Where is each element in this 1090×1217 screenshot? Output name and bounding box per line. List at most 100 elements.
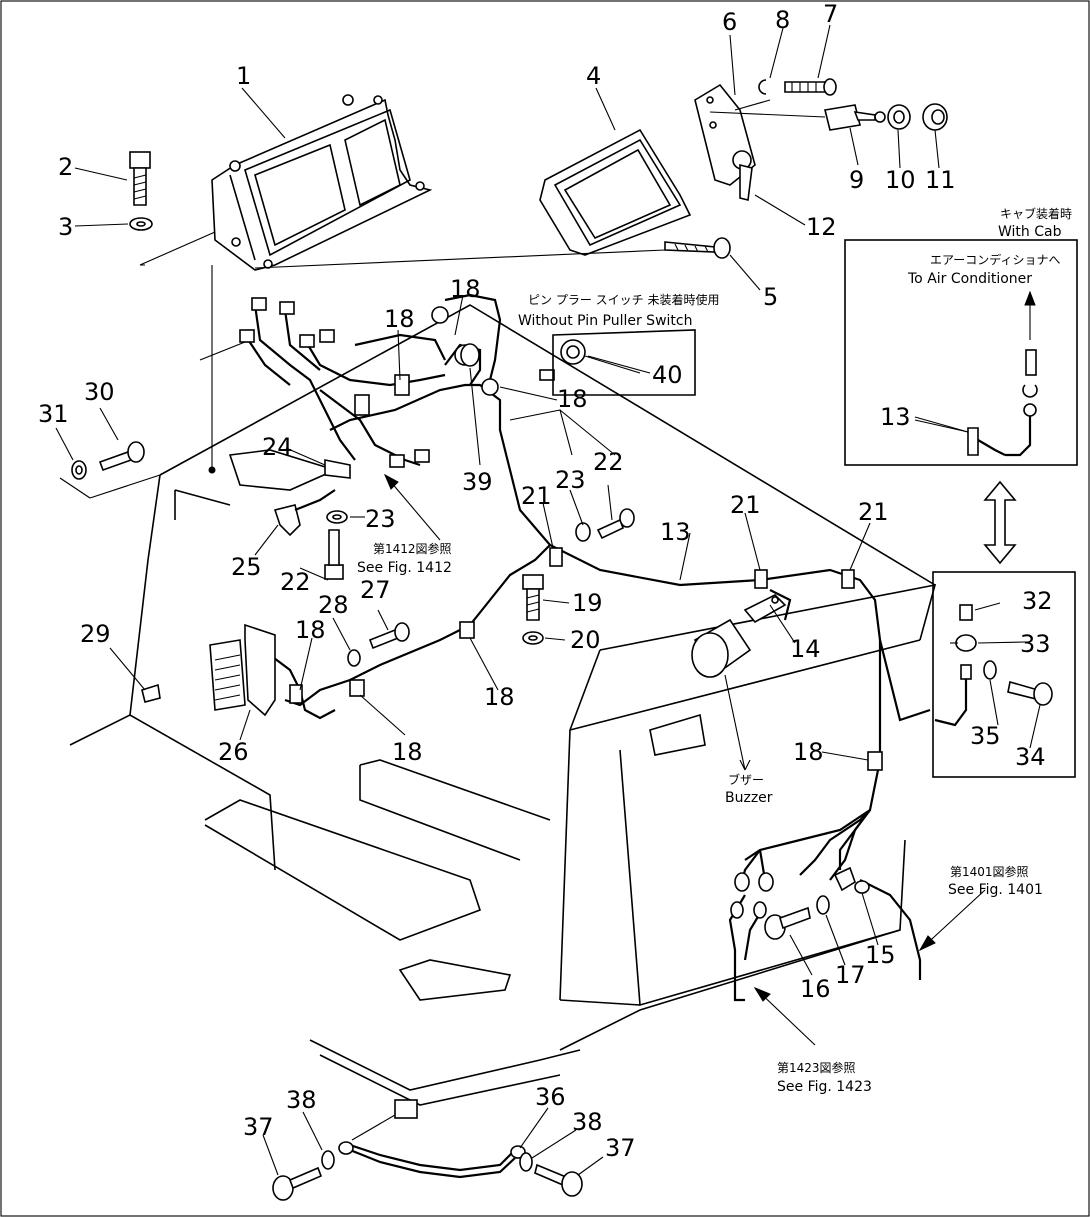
bolt-2-part <box>129 151 151 206</box>
note-with-cab-jp: キャブ装着時 <box>1000 206 1072 221</box>
callout-3: 3 <box>58 213 73 241</box>
note-fig1412: See Fig. 1412 <box>357 560 452 576</box>
callout-28: 28 <box>318 591 349 619</box>
note-fig1401-jp: 第1401図参照 <box>950 864 1029 879</box>
vehicle-body <box>69 304 937 1106</box>
buzzer-part <box>691 594 787 678</box>
callout-1: 1 <box>236 62 251 90</box>
note-fig1401: See Fig. 1401 <box>948 882 1043 898</box>
ground-kit-box <box>932 571 1076 778</box>
callout-7: 7 <box>823 0 838 28</box>
callout-37b: 37 <box>605 1134 636 1162</box>
nut-10-part <box>887 104 911 130</box>
callout-18e: 18 <box>484 683 515 711</box>
nut-28-part <box>347 649 361 667</box>
buzzer-arrow <box>724 674 751 771</box>
nut-39-part <box>460 343 480 367</box>
mount-line-3 <box>254 249 666 269</box>
main-harness <box>239 293 931 1002</box>
callout-18c: 18 <box>557 385 588 413</box>
callout-29: 29 <box>80 620 111 648</box>
nut-23b-part <box>575 522 591 542</box>
monitor-cover-part <box>539 128 692 256</box>
bolt-22b-part <box>596 508 635 540</box>
leader-lines <box>55 24 1041 1176</box>
callout-12: 12 <box>806 213 837 241</box>
callout-23a: 23 <box>555 466 586 494</box>
note-air-con: To Air Conditioner <box>907 271 1032 287</box>
fig1412-arrow <box>383 473 441 541</box>
screw-5-part <box>664 237 731 259</box>
callout-31: 31 <box>38 400 69 428</box>
fig1423-arrow <box>753 986 816 1046</box>
connector-15-part <box>833 866 870 894</box>
callout-2: 2 <box>58 153 73 181</box>
callout-38b: 38 <box>572 1108 603 1136</box>
callout-17: 17 <box>835 961 866 989</box>
notes: キャブ装着時 With Cab エアーコンディショナへ To Air Condi… <box>357 206 1072 1095</box>
callout-25: 25 <box>231 553 262 581</box>
assembly-line <box>709 99 826 118</box>
callout-21c: 21 <box>858 498 889 526</box>
callout-21b: 21 <box>730 491 761 519</box>
callout-27: 27 <box>360 576 391 604</box>
switch-9-part <box>824 104 886 131</box>
callout-39: 39 <box>462 468 493 496</box>
hole-dot <box>208 466 216 474</box>
connector-24-part <box>324 459 351 479</box>
washer-38b-part <box>519 1152 533 1172</box>
note-buzzer: Buzzer <box>725 790 773 806</box>
callout-11: 11 <box>925 166 956 194</box>
mount-line-2 <box>140 264 213 470</box>
callout-32: 32 <box>1022 587 1053 615</box>
switch-plate-part <box>694 83 756 201</box>
callout-4: 4 <box>586 62 601 90</box>
bolt-16-part <box>764 906 811 940</box>
callout-18g: 18 <box>793 738 824 766</box>
callout-16: 16 <box>800 975 831 1003</box>
callouts: 1 2 3 4 5 6 7 8 9 10 11 12 13 13 14 15 1… <box>38 0 1053 1162</box>
bolt-37a-part <box>272 1166 323 1201</box>
bolt-22a-part <box>324 529 344 580</box>
terminal <box>734 872 750 892</box>
note-with-cab: With Cab <box>998 224 1062 240</box>
bolt-7-part <box>784 78 837 96</box>
callout-5: 5 <box>763 283 778 311</box>
washer-23a-part <box>326 510 348 524</box>
mount-line <box>139 231 216 266</box>
callout-19: 19 <box>572 589 603 617</box>
callout-15: 15 <box>865 941 896 969</box>
callout-8: 8 <box>775 6 790 34</box>
callout-22b: 22 <box>280 568 311 596</box>
fig1401-arrow <box>918 889 986 952</box>
callout-18d: 18 <box>295 616 326 644</box>
callout-9: 9 <box>849 166 864 194</box>
callout-18a: 18 <box>384 305 415 333</box>
mount-line-4 <box>59 474 161 499</box>
note-pin-puller-jp: ピン プラー スイッチ 未装着時使用 <box>528 292 719 307</box>
callout-37a: 37 <box>243 1113 274 1141</box>
pin-puller-box <box>552 329 696 396</box>
callout-13-cab: 13 <box>880 403 911 431</box>
callout-22a: 22 <box>593 448 624 476</box>
bolt-27-part <box>368 622 410 650</box>
callout-34: 34 <box>1015 743 1046 771</box>
monitor-case-part <box>211 94 433 271</box>
ground-strap-part <box>338 1099 526 1179</box>
with-cab-box <box>844 239 1078 466</box>
note-fig1412-jp: 第1412図参照 <box>373 541 452 556</box>
washer-38a-part <box>321 1150 335 1170</box>
connector-25-part <box>273 489 336 537</box>
callout-21a: 21 <box>521 482 552 510</box>
connector-29-part <box>141 683 161 703</box>
note-fig1423-jp: 第1423図参照 <box>777 1060 856 1075</box>
callout-24: 24 <box>262 433 293 461</box>
callout-40: 40 <box>652 361 683 389</box>
washer-3-part <box>129 217 153 231</box>
note-air-con-jp: エアーコンディショナへ <box>930 252 1060 267</box>
bolt-19-part <box>522 574 544 621</box>
bolt-30-part <box>98 441 145 472</box>
